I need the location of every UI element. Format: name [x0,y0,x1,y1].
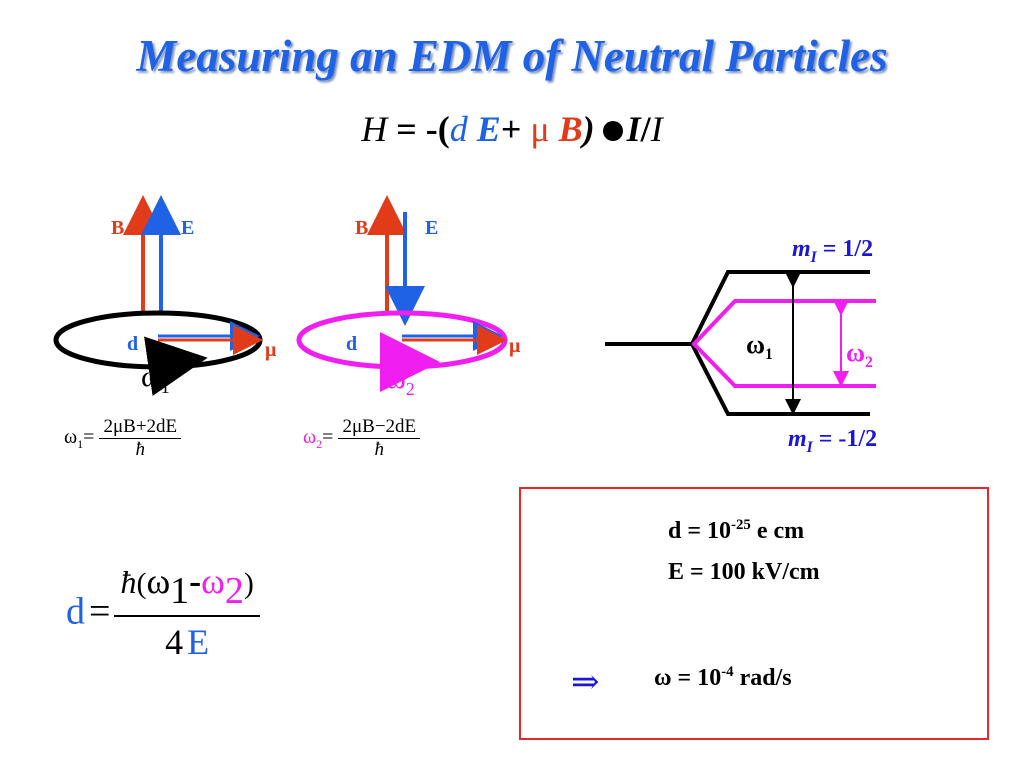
box-line1-a: d = 10 [668,518,732,544]
box-line3-a: ω = 10 [654,665,722,691]
omega1-denominator: ħ [135,439,146,460]
dot-product-icon [602,120,623,141]
top-sub: I [810,248,817,266]
left-omega-sub: 1 [160,377,170,397]
right-field-diagram [296,195,508,392]
edm-hbar: ħ [120,564,137,600]
box-line1-sup: -25 [731,517,751,533]
edm-sub1: 1 [170,570,190,612]
edm-minus: - [189,561,202,601]
edm-omega1: ω [146,561,171,601]
box-line-E: E = 100 kV/cm [668,559,820,585]
implies-arrow-icon: ⇒ [571,664,600,701]
omega2-formula-lhs-sub: 2 [316,437,323,452]
edm-open: ( [136,567,147,600]
left-E-label: E [181,217,195,239]
edm-omega2: ω [201,561,225,601]
ham-H: H [361,109,388,149]
top-level-label: mI = 1/2 [792,236,873,267]
ham-B: B [558,109,583,149]
split-level-black [689,270,870,416]
left-rotation-arrow [144,336,208,396]
right-omega-label: ω2 [386,362,415,399]
edm-sub2: 2 [224,570,244,612]
ham-eq: = -( [387,109,450,149]
right-omega-symbol: ω [386,362,406,395]
edm-four: 4 [165,622,184,662]
energy-level-diagram [605,270,876,416]
bottom-sub: I [806,438,813,456]
parameter-box [519,487,989,740]
edm-numerator: ħ(ω1-ω2) [114,560,260,617]
bottom-value: = -1/2 [812,426,878,452]
omega2-formula-eq: = [322,426,334,449]
box-line3-b: rad/s [733,665,792,691]
levels-omega1: ω [746,330,766,359]
bottom-m: m [788,426,807,452]
ham-d: d [449,109,468,149]
ham-mu: μ [530,109,550,149]
left-mu-label: μ [265,339,277,361]
omega2-numerator: 2μB−2dE [338,416,421,439]
levels-omega1-sub: 1 [765,346,773,364]
box-line3-sup: -4 [721,664,734,680]
box-line-d: d = 10-25 e cm [668,517,804,546]
right-omega-sub: 2 [405,379,415,399]
levels-omega1-label: ω1 [746,330,773,364]
ham-E: E [476,109,501,149]
left-omega-label: ω1 [141,360,170,397]
box-line-omega: ω = 10-4 rad/s [654,664,792,693]
left-d-label: d [127,333,139,355]
edm-formula-d: d [66,590,85,633]
levels-omega2: ω [846,338,866,367]
omega2-formula-lhs: ω [303,426,317,449]
levels-omega2-sub: 2 [865,354,873,372]
ham-I: I [626,109,641,149]
omega1-formula-eq: = [83,426,95,449]
right-B-label: B [355,217,369,239]
omega2-denominator: ħ [374,439,385,460]
edm-E: E [187,622,210,662]
omega1-formula-lhs-sub: 1 [77,437,84,452]
box-line1-b: e cm [750,518,805,544]
right-mu-label: μ [509,335,521,357]
left-field-diagram [53,195,263,396]
omega1-numerator: 2μB+2dE [99,416,182,439]
slide-title: Measuring an EDM of Neutral Particles [136,31,888,81]
left-omega-symbol: ω [141,360,161,393]
levels-omega2-label: ω2 [846,338,873,372]
ham-plus: + [500,109,522,149]
hamiltonian-equation: H = -(d E+ μ B) I/I [0,108,1024,150]
ham-slash: / [640,109,651,149]
split-level-magenta [691,299,876,388]
ham-I2: I [650,109,663,149]
left-B-label: B [111,217,125,239]
right-E-label: E [425,217,439,239]
bottom-level-label: mI = -1/2 [788,426,877,457]
omega1-formula-lhs: ω [64,426,78,449]
top-m: m [792,236,811,262]
top-value: = 1/2 [816,236,874,262]
edm-formula-eq: = [89,590,111,633]
edm-close: ) [243,567,254,600]
right-d-label: d [346,333,358,355]
ham-close: ) [582,109,595,149]
